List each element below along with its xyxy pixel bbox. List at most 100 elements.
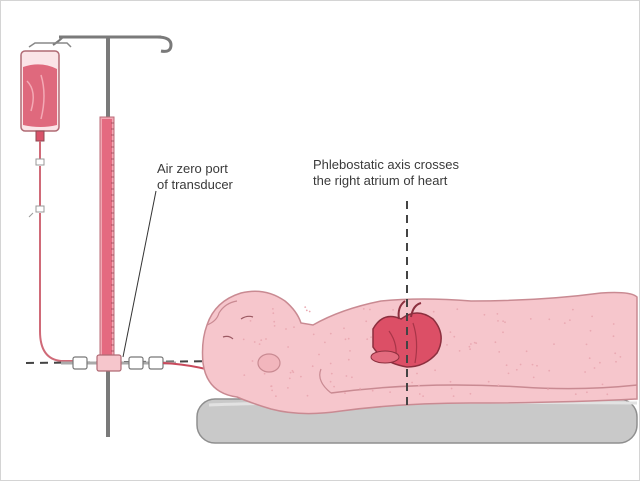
skin-speckle	[495, 341, 497, 343]
skin-speckle	[349, 350, 351, 352]
skin-speckle	[285, 328, 287, 330]
skin-speckle	[243, 374, 245, 376]
skin-speckle	[572, 309, 574, 311]
skin-speckle	[331, 373, 333, 375]
skin-speckle	[453, 395, 455, 397]
skin-speckle	[348, 359, 350, 361]
skin-speckle	[300, 376, 302, 378]
skin-speckle	[274, 325, 276, 327]
skin-speckle	[504, 321, 506, 323]
skin-speckle	[351, 376, 353, 378]
skin-speckle	[259, 343, 261, 345]
skin-speckle	[348, 338, 350, 340]
axis-label-line-1: Phlebostatic axis crosses	[313, 157, 459, 173]
skin-speckle	[330, 381, 332, 383]
skin-speckle	[502, 320, 504, 322]
skin-speckle	[292, 370, 294, 372]
skin-speckle	[344, 392, 346, 394]
skin-speckle	[312, 365, 314, 367]
skin-speckle	[590, 330, 592, 332]
skin-speckle	[366, 338, 368, 340]
skin-speckle	[416, 373, 418, 375]
transducer-label: Air zero port of transducer	[157, 161, 233, 193]
skin-speckle	[589, 357, 591, 359]
skin-speckle	[613, 335, 615, 337]
skin-speckle	[346, 375, 348, 377]
skin-speckle	[606, 393, 608, 395]
skin-speckle	[450, 331, 452, 333]
skin-speckle	[497, 313, 499, 315]
skin-speckle	[411, 382, 413, 384]
skin-speckle	[533, 377, 535, 379]
skin-speckle	[548, 318, 550, 320]
skin-speckle	[614, 352, 616, 354]
skin-speckle	[272, 312, 274, 314]
skin-speckle	[330, 363, 332, 365]
skin-speckle	[451, 388, 453, 390]
skin-speckle	[318, 354, 320, 356]
skin-speckle	[307, 395, 309, 397]
skin-speckle	[584, 371, 586, 373]
skin-speckle	[497, 320, 499, 322]
skin-speckle	[345, 338, 347, 340]
skin-speckle	[536, 365, 538, 367]
skin-speckle	[250, 320, 252, 322]
skin-speckle	[508, 373, 510, 375]
skin-speckle	[459, 350, 461, 352]
skin-speckle	[433, 311, 435, 313]
skin-speckle	[530, 318, 532, 320]
skin-speckle	[450, 381, 452, 383]
skin-speckle	[333, 386, 335, 388]
skin-speckle	[372, 390, 374, 392]
skin-speckle	[306, 310, 308, 312]
skin-speckle	[370, 336, 372, 338]
calibrated-column	[100, 117, 114, 357]
skin-speckle	[422, 395, 424, 397]
transducer-label-line-2: of transducer	[157, 177, 233, 193]
skin-speckle	[599, 362, 601, 364]
skin-speckle	[575, 393, 577, 395]
skin-speckle	[389, 391, 391, 393]
iv-bag	[21, 43, 71, 141]
skin-speckle	[243, 339, 245, 341]
skin-speckle	[506, 364, 508, 366]
skin-speckle	[369, 309, 371, 311]
skin-speckle	[418, 385, 420, 387]
skin-speckle	[553, 343, 555, 345]
skin-speckle	[488, 381, 490, 383]
skin-speckle	[620, 356, 622, 358]
skin-speckle	[469, 348, 471, 350]
transducer-manifold	[61, 355, 176, 371]
skin-speckle	[516, 369, 518, 371]
skin-speckle	[324, 342, 326, 344]
skin-speckle	[502, 331, 504, 333]
skin-speckle	[446, 344, 448, 346]
skin-speckle	[313, 334, 315, 336]
skin-speckle	[254, 341, 256, 343]
skin-speckle	[359, 388, 361, 390]
transducer-label-line-1: Air zero port	[157, 161, 233, 177]
skin-speckle	[470, 393, 472, 395]
skin-speckle	[270, 385, 272, 387]
skin-speckle	[330, 333, 332, 335]
phlebostatic-axis-label: Phlebostatic axis crosses the right atri…	[313, 157, 459, 189]
skin-speckle	[275, 395, 277, 397]
skin-speckle	[260, 339, 262, 341]
skin-speckle	[532, 364, 534, 366]
skin-speckle	[602, 384, 604, 386]
skin-speckle	[569, 319, 571, 321]
skin-speckle	[252, 360, 254, 362]
skin-speckle	[594, 367, 596, 369]
skin-speckle	[293, 326, 295, 328]
skin-speckle	[272, 308, 274, 310]
skin-speckle	[434, 369, 436, 371]
skin-speckle	[548, 370, 550, 372]
skin-speckle	[304, 306, 306, 308]
skin-speckle	[287, 346, 289, 348]
skin-speckle	[419, 393, 421, 395]
skin-speckle	[526, 350, 528, 352]
transducer-leader-line	[123, 191, 156, 357]
skin-speckle	[289, 378, 291, 380]
